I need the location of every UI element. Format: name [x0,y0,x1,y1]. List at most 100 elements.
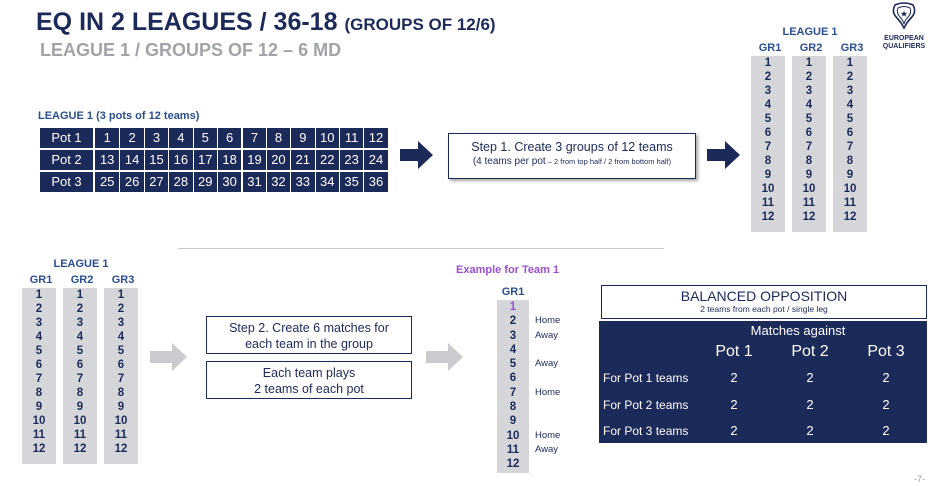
pot-team-cell: 1 [95,128,120,148]
example-team-number: 3 [509,329,517,342]
group-team-number: 5 [76,345,84,357]
example-column-header: GR1 [501,286,525,298]
step3-line1: Each team plays [262,366,356,380]
group-team-number: 11 [114,429,128,441]
example-team-number: 4 [509,343,517,356]
pot-team-cell: 19 [241,150,266,170]
group-team-number: 8 [846,155,854,167]
group-team-number: 11 [843,197,857,209]
group-team-number: 7 [35,373,43,385]
pot-team-cell: 30 [216,172,242,192]
group-team-number: 10 [114,415,128,427]
group-team-number: 1 [764,57,772,69]
pot-team-cell: 36 [363,172,388,192]
pot-team-cell: 9 [290,128,315,148]
pot-team-cell: 3 [143,128,169,148]
group-team-number: 2 [117,303,125,315]
group-team-number: 8 [805,155,813,167]
pot-team-cell: 22 [314,150,339,170]
pot-team-cell: 23 [338,150,364,170]
pot-team-cell: 31 [241,172,266,192]
group-team-number: 7 [846,141,854,153]
step1-line2: (4 teams per pot – 2 from top half / 2 f… [449,156,695,167]
group-team-number: 8 [35,387,43,399]
arrow-right-icon [150,343,187,371]
pot-team-cell: 2 [119,128,144,148]
example-team-number: 6 [509,372,517,385]
step3-box: Each team plays 2 teams of each pot [206,361,412,399]
pot-team-cell: 35 [338,172,364,192]
example-team-number: 5 [509,358,517,371]
group-team-number: 7 [76,373,84,385]
row-label: For Pot 2 teams [603,398,689,412]
step3-line2: 2 teams of each pot [254,382,364,396]
group-team-number: 2 [76,303,84,315]
groups-bottom-title: LEAGUE 1 [53,258,109,270]
pot-column-header: Pot 1 [715,343,753,360]
example-title: Example for Team 1 [456,264,560,276]
group-team-number: 7 [805,141,813,153]
group-team-number: 2 [764,71,772,83]
matches-against-label: Matches against [750,323,846,338]
match-count-cell: 2 [882,397,890,412]
group-team-number: 6 [764,127,772,139]
step2-box: Step 2. Create 6 matches for each team i… [206,316,412,354]
group-team-number: 5 [846,113,854,125]
group-team-number: 3 [805,85,813,97]
group-column-header: GR3 [111,274,135,286]
group-team-number: 2 [805,71,813,83]
arrow-right-icon [400,141,433,169]
group-team-number: 12 [843,211,857,223]
group-team-number: 4 [764,99,772,111]
page-number: -7- [914,474,925,484]
pot-team-cell: 5 [192,128,217,148]
pot-team-cell: 13 [95,150,120,170]
example-team-number: 10 [506,429,520,442]
pot-team-cell: 6 [216,128,242,148]
pot-team-cell: 16 [168,150,193,170]
venue-label: Home [535,386,561,398]
group-team-number: 9 [35,401,43,413]
group-team-number: 4 [117,331,125,343]
pot-team-cell: 18 [216,150,242,170]
group-team-number: 1 [35,289,43,301]
pot-team-cell: 17 [192,150,217,170]
venue-label: Away [535,444,559,455]
example-team-number: 7 [509,386,517,399]
venue-label: Home [535,429,561,441]
page-subtitle: LEAGUE 1 / GROUPS OF 12 – 6 MD [40,40,342,60]
group-team-number: 9 [76,401,84,413]
venue-label: Away [535,329,559,341]
pot-label: Pot 3 [40,172,93,192]
group-team-number: 12 [114,443,128,455]
pot-column-header: Pot 3 [867,343,905,360]
pot-team-cell: 28 [168,172,193,192]
venue-label: Home [535,315,561,327]
group-team-number: 9 [846,169,854,181]
group-team-number: 11 [32,429,46,441]
group-team-number: 1 [846,57,854,69]
example-team-number: 2 [509,315,517,328]
group-team-number: 11 [761,197,775,209]
arrow-right-icon [426,343,463,371]
match-count-cell: 2 [730,370,738,385]
section-divider [178,248,664,249]
group-team-number: 9 [117,401,125,413]
pot-team-cell: 7 [241,128,266,148]
match-count-cell: 2 [882,370,890,385]
group-team-number: 10 [761,183,775,195]
group-team-number: 3 [764,85,772,97]
pot-team-cell: 32 [265,172,291,192]
match-count-cell: 2 [806,370,814,385]
group-team-number: 1 [76,289,84,301]
group-team-number: 2 [35,303,43,315]
group-column-header: GR2 [799,42,823,54]
